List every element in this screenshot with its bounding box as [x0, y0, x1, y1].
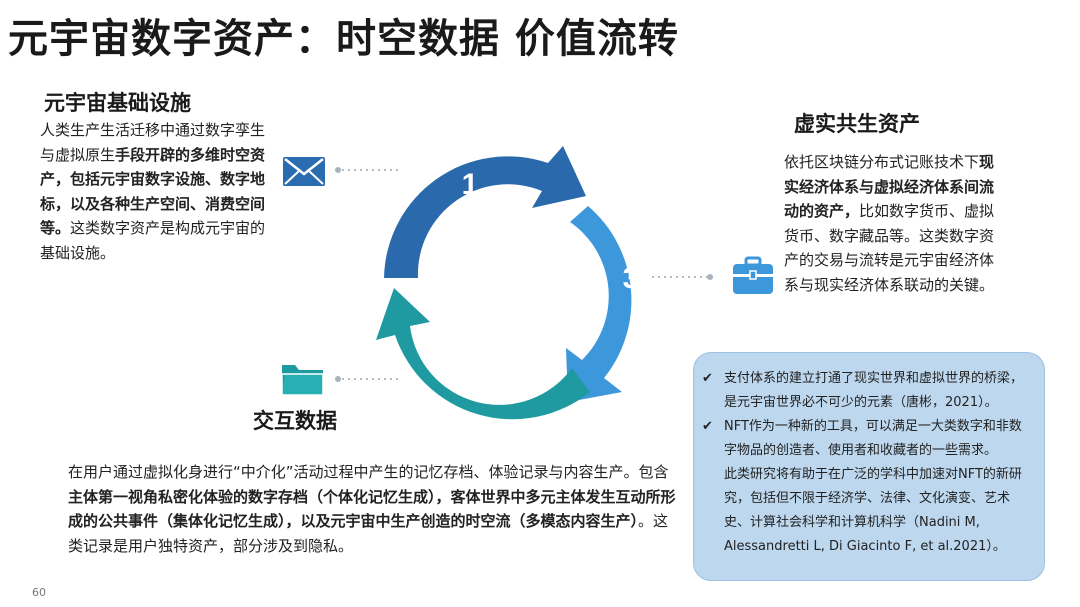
page-title: 元宇宙数字资产：时空数据 价值流转 — [8, 16, 679, 62]
connector-lines — [336, 169, 713, 380]
cycle-label-3: 3 — [623, 262, 640, 295]
connector-dot — [707, 274, 713, 280]
cycle-segment-1 — [384, 146, 586, 278]
check-icon: ✔ — [702, 371, 713, 386]
interaction-heading: 交互数据 — [253, 409, 337, 433]
interaction-text: 在用户通过虚拟化身进行“中介化”活动过程中产生的记忆存档、体验记录与内容生产。包… — [68, 463, 676, 555]
infrastructure-heading: 元宇宙基础设施 — [44, 91, 191, 115]
note-item-1: ✔ 支付体系的建立打通了现实世界和虚拟世界的桥梁，是元宇宙世界必不可少的元素（唐… — [702, 367, 1028, 415]
cycle-segment-2 — [376, 288, 590, 420]
real-assets-heading: 虚实共生资产 — [794, 112, 920, 136]
connector-dot — [335, 376, 341, 382]
cycle-label-2: 2 — [462, 352, 479, 385]
cycle-segment-3 — [566, 206, 632, 402]
check-icon: ✔ — [702, 419, 713, 434]
briefcase-icon — [733, 256, 773, 294]
infrastructure-text: 人类生产生活迁移中通过数字孪生与虚拟原生手段开辟的多维时空资产，包括元宇宙数字设… — [40, 121, 266, 262]
real-assets-text: 依托区块链分布式记账技术下现实经济体系与虚拟经济体系间流动的资产，比如数字货币、… — [784, 153, 995, 294]
note-item-3: 此类研究将有助于在广泛的学科中加速对NFT的新研究，包括但不限于经济学、法律、文… — [724, 467, 1022, 554]
page-number: 60 — [32, 586, 46, 599]
mail-icon — [283, 157, 325, 186]
connector-dot — [335, 167, 341, 173]
cycle-label-1: 1 — [462, 168, 479, 201]
folder-icon — [281, 365, 324, 396]
note-bubble: ✔ 支付体系的建立打通了现实世界和虚拟世界的桥梁，是元宇宙世界必不可少的元素（唐… — [693, 352, 1045, 581]
note-item-2: ✔ NFT作为一种新的工具，可以满足一大类数字和非数字物品的创造者、使用者和收藏… — [702, 415, 1028, 463]
